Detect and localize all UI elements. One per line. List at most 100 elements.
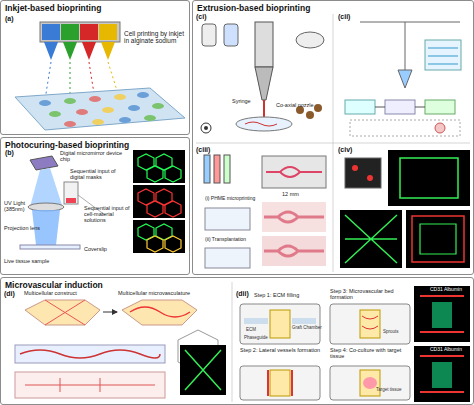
fluorescent-vessels [345, 215, 397, 263]
annotation-label: (a) [5, 15, 14, 23]
panel-box: Extrusion-based bioprinting [192, 0, 474, 275]
phme-chip [262, 202, 326, 232]
inkjet-head [45, 62, 51, 100]
print-plate [137, 92, 149, 98]
annotation-label: Step 2: Lateral vessels formation [240, 347, 320, 353]
fluorescent-vessels [420, 224, 456, 254]
printer-setup [375, 107, 385, 108]
chip-steps [330, 366, 410, 400]
annotation-label: Step 1: ECM filling [254, 292, 299, 298]
coaxial-printer [202, 24, 216, 46]
coaxial-printer [314, 104, 322, 112]
annotation-label: Phaseguide [244, 336, 268, 341]
scaffold-schematic [15, 372, 165, 398]
coaxial-printer [245, 122, 277, 126]
inkjet-head [89, 62, 95, 100]
inkjet-head [42, 24, 60, 40]
inkjet-head [101, 42, 115, 60]
coaxial-printer [196, 14, 470, 272]
chip-steps [244, 318, 268, 324]
chip-steps [291, 370, 293, 396]
fluorescent-cd31 [432, 302, 452, 328]
dmd-projector [30, 156, 58, 170]
annotation-label: Step 4: Co-culture with target tissue [330, 347, 412, 359]
scaffold-schematic [130, 307, 190, 317]
dmd-projector [66, 198, 76, 203]
chip-steps [362, 316, 378, 329]
printer-setup [345, 100, 375, 114]
phme-chip [262, 236, 326, 266]
chip-steps [292, 318, 316, 324]
panel-box: Inkjet-based bioprinting [0, 0, 190, 135]
annotation-label: (di) [4, 290, 15, 298]
printer-setup [360, 22, 460, 23]
printer-setup [425, 40, 461, 70]
scaffold-schematic [232, 282, 233, 402]
annotation-label: (b) [5, 149, 14, 157]
dmd-projector [64, 182, 78, 204]
coaxial-printer [204, 126, 208, 130]
annotation-label: Multicellular construct [24, 290, 77, 296]
print-plate [114, 94, 126, 100]
print-plate [39, 100, 51, 106]
annotation-label: UV Light (385nm) [4, 200, 44, 212]
inkjet-head [70, 62, 71, 100]
inkjet-head [80, 24, 98, 40]
fluorescent-vessels [400, 158, 458, 198]
inkjet-head [99, 24, 117, 40]
fluorescent-cd31 [414, 286, 470, 342]
printer-setup [405, 22, 406, 70]
annotation-label: CD31 Albumin [430, 347, 462, 353]
inkjet-head [82, 42, 96, 60]
annotation-label: Cell printing by inkjet in alginate sodi… [124, 30, 186, 44]
printer-setup [425, 100, 455, 114]
chip-steps [330, 304, 410, 344]
phme-chip [262, 156, 326, 188]
chip-steps [363, 377, 377, 389]
coaxial-printer [224, 24, 238, 46]
fluorescent-images [133, 185, 185, 218]
phme-chip [266, 167, 322, 177]
annotation-label: CD31 Albumin [430, 287, 462, 293]
scaffold-schematic [45, 300, 85, 325]
print-plate [64, 121, 76, 127]
panel-heading: Extrusion-based bioprinting [197, 3, 310, 13]
scaffold-schematic [25, 378, 155, 392]
annotation-label: ECM [246, 328, 256, 333]
fluorescent-images [138, 224, 172, 240]
scaffold-schematic [180, 345, 226, 395]
print-plate [15, 88, 185, 130]
annotation-label: Multicellular microvasculature [118, 290, 190, 296]
phme-chip [204, 155, 326, 268]
chip-steps [240, 366, 320, 400]
annotation-label: Graft Chamber [292, 326, 322, 331]
chip-steps [360, 310, 380, 338]
annotation-label: (cii) [338, 13, 350, 21]
printer-setup [398, 70, 412, 88]
annotation-label: Step 3: Microvascular bed formation [330, 288, 412, 300]
fluorescent-vessels [367, 175, 373, 181]
phme-chip [205, 248, 250, 268]
print-plate [128, 105, 140, 111]
coaxial-printer [255, 22, 273, 67]
print-plate [64, 98, 76, 104]
fluorescent-vessels [340, 150, 470, 268]
annotation-label: Projection lens [4, 225, 40, 231]
coaxial-printer [236, 117, 292, 131]
print-plate [15, 88, 185, 130]
panel-heading: Microvascular induction [5, 280, 103, 290]
phme-chip [224, 155, 230, 183]
annotation-label: Syringe [232, 98, 251, 104]
dmd-projector [20, 245, 80, 249]
fluorescent-images [133, 220, 185, 253]
dmd-projector [28, 203, 64, 211]
chip-steps [267, 370, 269, 396]
chip-steps [360, 370, 380, 396]
annotation-label: Target tissue [376, 388, 402, 393]
annotation-label: (civ) [338, 146, 352, 154]
fluorescent-cd31 [414, 346, 470, 402]
printer-setup [428, 56, 458, 57]
